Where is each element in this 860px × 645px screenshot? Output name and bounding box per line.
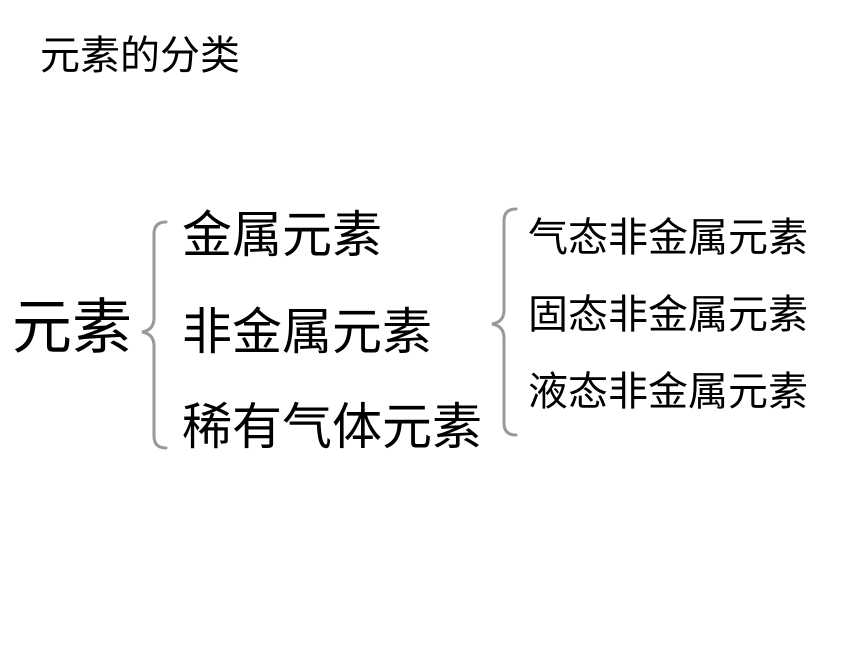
page-title: 元素的分类 <box>40 33 240 79</box>
level2-item-liquid: 液态非金属元素 <box>528 369 808 415</box>
level1-item-metal: 金属元素 <box>182 206 382 264</box>
root-node-label: 元素 <box>12 293 132 363</box>
level2-item-gaseous: 气态非金属元素 <box>528 215 808 261</box>
right-brace-path <box>491 207 518 437</box>
left-brace-path <box>141 220 168 450</box>
left-brace <box>141 220 168 450</box>
right-brace <box>491 207 518 437</box>
level1-item-noble-gas: 稀有气体元素 <box>182 398 482 456</box>
level2-item-solid: 固态非金属元素 <box>528 292 808 338</box>
level1-item-nonmetal: 非金属元素 <box>182 303 432 361</box>
